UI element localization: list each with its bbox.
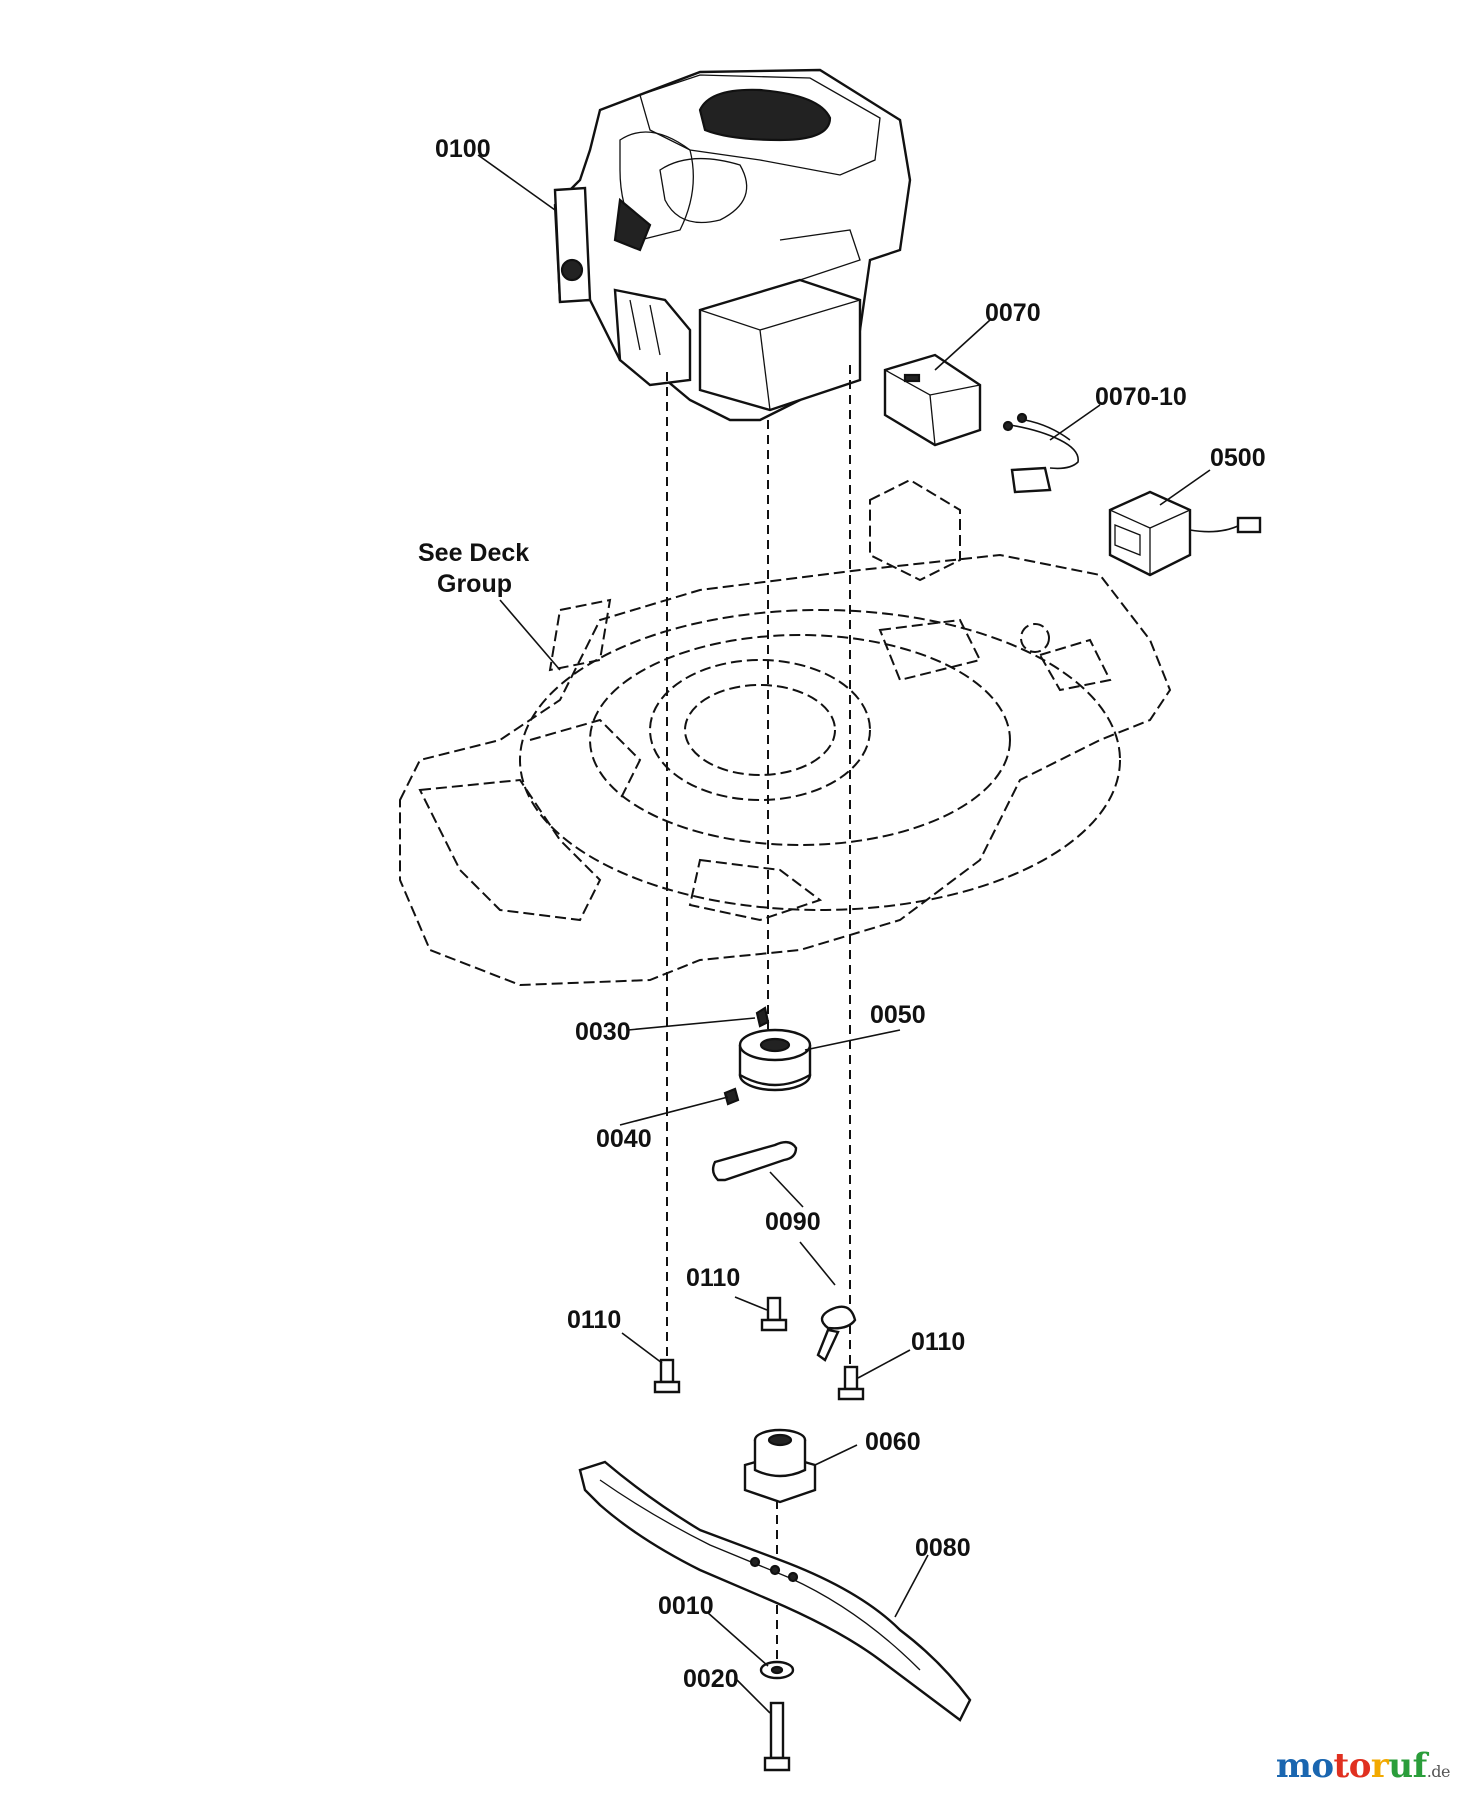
bolts-part (653, 1296, 865, 1401)
callout-0010: 0010 (658, 1592, 714, 1620)
engine-part (553, 68, 912, 422)
watermark-logo: motoruf.de (1275, 1746, 1451, 1786)
callout-0070-10: 0070-10 (1095, 383, 1187, 411)
washer-part (759, 1660, 795, 1680)
battery-part (883, 353, 982, 447)
callout-0070: 0070 (985, 299, 1041, 327)
callout-see-deck-line2: Group (437, 570, 512, 598)
callout-0110-left: 0110 (567, 1306, 621, 1334)
deck-outline (399, 478, 1172, 987)
watermark-part2: to (1333, 1746, 1372, 1786)
wire-harness-part (1002, 412, 1079, 494)
callout-0110-right: 0110 (911, 1328, 965, 1356)
charger-part (1108, 490, 1262, 577)
leader-lines (477, 154, 1211, 1714)
callout-0090: 0090 (765, 1208, 821, 1236)
set-screw-part (723, 1087, 740, 1106)
blade-adapter-part (743, 1428, 817, 1504)
callout-0110-center: 0110 (686, 1264, 740, 1292)
callout-0040: 0040 (596, 1125, 652, 1153)
adapter-part (738, 1028, 812, 1092)
watermark-part1: mo (1275, 1746, 1334, 1786)
watermark-part4: uf (1388, 1746, 1427, 1786)
blade-bolt-part (763, 1701, 791, 1772)
watermark-part3: r (1370, 1746, 1389, 1786)
callout-0030: 0030 (575, 1018, 631, 1046)
blade-part (578, 1460, 972, 1722)
callout-see-deck-line1: See Deck (418, 539, 529, 567)
spring-part (711, 1140, 857, 1362)
watermark-suffix: .de (1426, 1762, 1451, 1781)
callout-0050: 0050 (870, 1001, 926, 1029)
callout-0100: 0100 (435, 135, 491, 163)
callout-labels: 0100 0070 0070-10 0500 See Deck Group 00… (418, 135, 1266, 1693)
callout-0500: 0500 (1210, 444, 1266, 472)
key-part (755, 1006, 770, 1028)
callout-0020: 0020 (683, 1665, 739, 1693)
callout-0060: 0060 (865, 1428, 921, 1456)
callout-0080: 0080 (915, 1534, 971, 1562)
